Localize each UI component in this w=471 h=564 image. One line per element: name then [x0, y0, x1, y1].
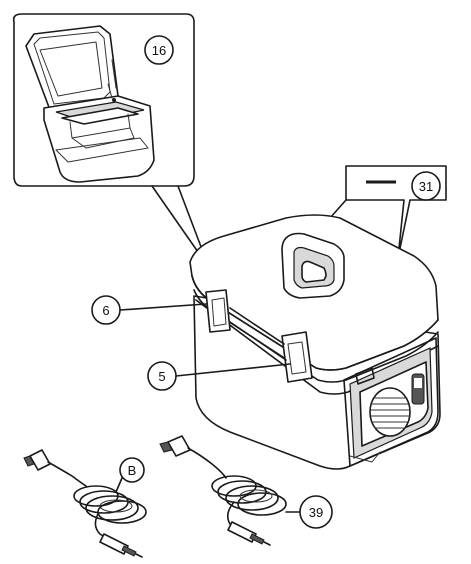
callout-31-label: 31	[419, 179, 433, 194]
callout-5: 5	[147, 361, 291, 391]
inset-panel	[12, 13, 204, 253]
callout-39-label: 39	[309, 505, 323, 520]
callout-16-label: 16	[152, 43, 166, 58]
callout-31-tag: 31	[329, 165, 447, 259]
callout-6-label: 6	[102, 303, 109, 318]
callout-6: 6	[91, 295, 207, 325]
power-cord-39-icon: 39	[159, 435, 333, 546]
callout-16: 16	[144, 35, 174, 65]
cooler-box-icon	[189, 214, 441, 470]
inset-leader-right	[177, 185, 204, 253]
callout-b-label: B	[128, 463, 137, 478]
inset-leader-left	[151, 185, 199, 253]
open-cooler-inset-icon	[25, 25, 155, 183]
power-cord-b-icon: B	[23, 449, 147, 558]
callout-5-label: 5	[158, 369, 165, 384]
